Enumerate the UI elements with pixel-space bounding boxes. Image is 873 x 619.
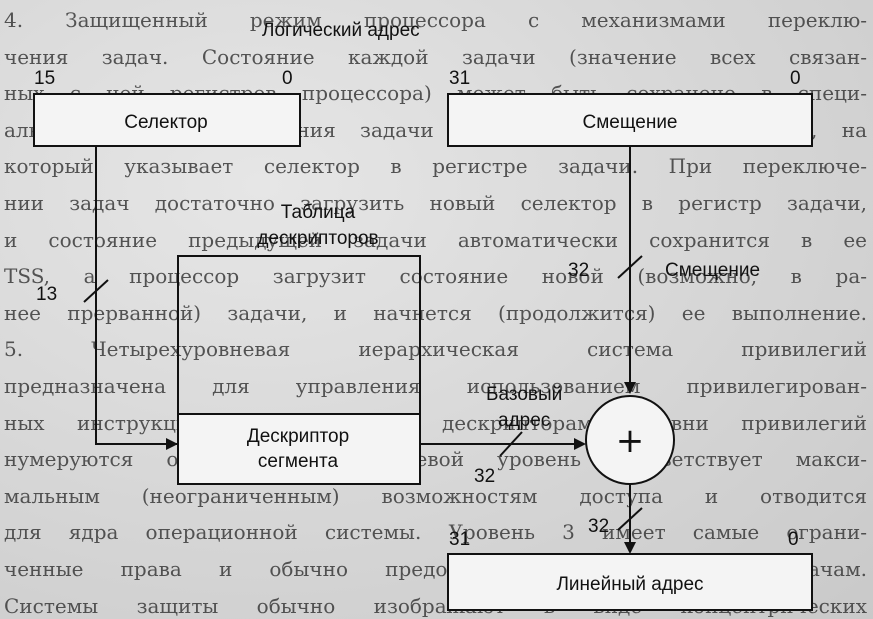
selector-wire-arrowhead — [166, 438, 178, 450]
background-text-line: мальным (неограниченным) возможностям до… — [4, 483, 867, 508]
background-text-line: TSS, а процессор загрузит состояние ново… — [4, 264, 867, 289]
linear-bus-slash — [617, 507, 643, 531]
base-bus-width: 32 — [474, 466, 495, 487]
base-address-label-line1: Базовый — [486, 384, 562, 405]
selector-bit-high: 15 — [34, 68, 55, 89]
background-text-line: чения задач. Состояние каждой задачи (зн… — [4, 44, 867, 69]
base-wire-arrowhead — [574, 438, 586, 450]
segment-descriptor-label-line1: Дескриптор — [247, 426, 349, 447]
background-text-line: который указывает селектор в регистре за… — [4, 154, 867, 179]
linear-address-label: Линейный адрес — [556, 574, 703, 595]
linear-bit-high: 31 — [449, 529, 470, 550]
selector-box — [33, 93, 301, 147]
background-text-line: 5. Четырехуровневая иерархическая систем… — [4, 337, 867, 362]
offset-label: Смещение — [582, 112, 677, 133]
background-text-line: и состояние предыдущей задачи автоматиче… — [4, 227, 867, 252]
selector-bus-width: 13 — [36, 284, 57, 305]
base-bus-slash — [499, 431, 523, 457]
selector-bit-low: 0 — [282, 68, 293, 89]
selector-bus-slash — [83, 279, 109, 303]
offset-box — [447, 93, 813, 147]
offset-bus-slash — [617, 255, 643, 279]
background-text-line: 4. Защищенный режим процессора с механиз… — [4, 8, 867, 32]
background-text-line: нии задач достаточно загрузить новый сел… — [4, 190, 867, 215]
logical-address-label: Логический адрес — [262, 20, 420, 41]
background-text-line: нумеруются от 0 до 3, нулевой уровень со… — [4, 447, 867, 472]
offset-bit-high: 31 — [449, 68, 470, 89]
background-text-line: ных инструкций и доступа к дескрипторам.… — [4, 410, 867, 435]
descriptor-table-label-line2: дескрипторов — [257, 228, 378, 249]
offset-bus-width: 32 — [568, 260, 589, 281]
background-text-line: нее прерванной) задачи, и начнется (прод… — [4, 300, 867, 325]
segment-descriptor-label-line2: сегмента — [258, 451, 339, 472]
descriptor-table-label-line1: Таблица — [281, 202, 356, 223]
background-text-line: для ядра операционной системы. Уровень 3… — [4, 520, 867, 545]
selector-to-descriptor-wire — [95, 146, 178, 445]
base-address-label-line2: адрес — [498, 410, 550, 431]
linear-bus-width: 32 — [588, 516, 609, 537]
adder-plus-icon: + — [616, 421, 645, 461]
linear-address-box — [447, 553, 813, 611]
background-text-line: предназначена для управления использован… — [4, 373, 867, 398]
selector-label: Селектор — [124, 112, 207, 133]
offset-wire-arrowhead — [624, 382, 636, 394]
segment-descriptor-box — [177, 413, 421, 485]
offset-bit-low: 0 — [790, 68, 801, 89]
offset-bus-label: Смещение — [665, 260, 760, 281]
linear-bit-low: 0 — [788, 529, 799, 550]
linear-wire-arrowhead — [624, 542, 636, 554]
